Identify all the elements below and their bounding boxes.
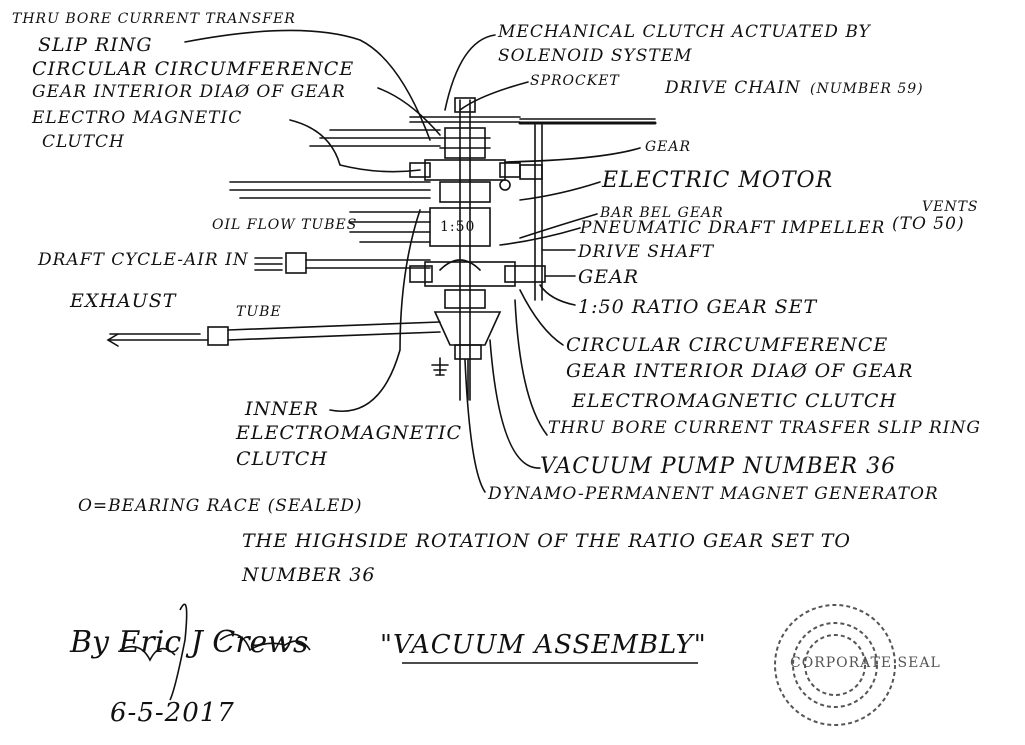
label-circular-bottom-1: CIRCULAR CIRCUMFERENCE (566, 334, 889, 356)
drawing-title: "VACUUM ASSEMBLY" (380, 630, 707, 660)
label-bearing-race: O=BEARING RACE (SEALED) (78, 496, 363, 516)
label-circular-top-1: CIRCULAR CIRCUMFERENCE (32, 58, 355, 80)
motor-block (439, 181, 491, 203)
label-inner-1: INNER (245, 398, 319, 420)
label-mechanical-clutch-1: MECHANICAL CLUTCH ACTUATED BY (498, 22, 871, 42)
signature-date: 6-5-2017 (110, 698, 235, 728)
ratio-box (429, 207, 491, 247)
label-thru-bore-top: THRU BORE CURRENT TRANSFER (12, 11, 296, 27)
label-barbel-gear: BAR BEL GEAR (600, 205, 724, 221)
label-pneumatic-impeller: PNEUMATIC DRAFT IMPELLER (580, 218, 886, 238)
air-inlet-box (285, 252, 307, 274)
corporate-seal (774, 604, 896, 726)
signature-mark (119, 603, 311, 701)
vacuum-pump-cone (433, 311, 502, 346)
label-inner-3: CLUTCH (236, 448, 328, 470)
label-circular-top-2: GEAR INTERIOR DIAØ OF GEAR (32, 82, 346, 102)
label-mechanical-clutch-2: SOLENOID SYSTEM (498, 46, 693, 66)
upper-gear (424, 159, 506, 181)
label-circular-bottom-2: GEAR INTERIOR DIAØ OF GEAR (566, 360, 914, 382)
label-em-clutch-top-2: CLUTCH (42, 132, 125, 152)
note-line-1: THE HIGHSIDE ROTATION OF THE RATIO GEAR … (242, 530, 851, 552)
label-ratio-gear-set: 1:50 RATIO GEAR SET (578, 296, 818, 318)
note-line-2: NUMBER 36 (242, 564, 376, 586)
label-ratio-box: 1:50 (440, 219, 476, 235)
label-inner-2: ELECTROMAGNETIC (236, 422, 463, 444)
label-drive-shaft: DRIVE SHAFT (578, 242, 715, 262)
label-gear-top: GEAR (645, 139, 692, 155)
label-exhaust: EXHAUST (70, 290, 177, 312)
label-sprocket: SPROCKET (530, 73, 620, 89)
label-slip-ring-top: SLIP RING (38, 34, 153, 56)
label-electric-motor: ELECTRIC MOTOR (602, 168, 834, 193)
label-draft-cycle: DRAFT CYCLE-AIR IN (38, 250, 249, 270)
label-drive-chain: DRIVE CHAIN (665, 78, 801, 98)
label-tube: TUBE (236, 304, 282, 320)
label-gear-mid: GEAR (578, 266, 640, 288)
label-drive-chain-number: (NUMBER 59) (810, 81, 924, 97)
upper-collar (444, 127, 486, 159)
label-thru-bore-bottom: THRU BORE CURRENT TRASFER SLIP RING (548, 418, 981, 438)
signature-text: By Eric J Crews (70, 625, 309, 660)
exhaust-box (207, 326, 229, 346)
label-vacuum-pump: VACUUM PUMP NUMBER 36 (540, 454, 897, 479)
label-vents: VENTS (922, 199, 979, 215)
label-oil-flow-tubes: OIL FLOW TUBES (212, 217, 358, 233)
seal-text: CORPORATE SEAL (790, 655, 941, 671)
label-em-clutch-bottom: ELECTROMAGNETIC CLUTCH (572, 390, 897, 412)
top-nut (454, 97, 476, 113)
label-to-50: (TO 50) (892, 214, 965, 234)
label-em-clutch-top-1: ELECTRO MAGNETIC (32, 108, 243, 128)
label-dynamo: DYNAMO-PERMANENT MAGNET GENERATOR (488, 484, 939, 504)
